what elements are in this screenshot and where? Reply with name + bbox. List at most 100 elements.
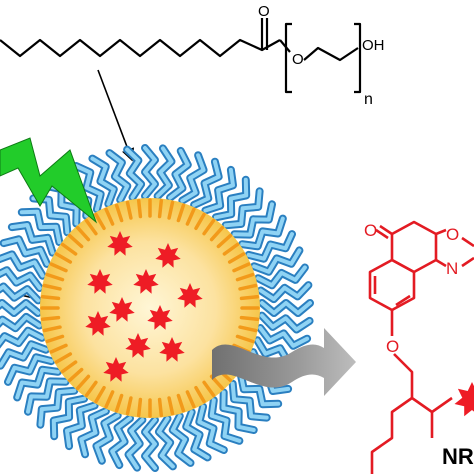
shell-strand-highlight [258,283,311,302]
shell-strand-highlight [223,189,262,228]
hydrophobic-core [40,198,260,418]
shell-strand-highlight [125,147,144,200]
core-tail [54,252,73,264]
shell-strand-highlight [65,403,97,449]
core-tail [114,393,124,413]
shell-strand-highlight [94,413,120,463]
core-tail [194,212,206,231]
shell-strand-highlight [143,146,157,198]
ketone-oxygen-label: O [364,221,377,240]
core-tail [40,315,61,322]
core-tail [222,242,240,256]
shell-strand-highlight [0,252,45,278]
dye-star-icon [133,269,159,294]
shell-strand-highlight [79,409,108,457]
core-tail [232,262,251,273]
core-tail [227,252,246,264]
shell-strand-highlight [258,326,310,348]
shell-strand-highlight [0,284,41,303]
core-tail [125,396,133,416]
core-tail [84,218,98,236]
shell-strand-highlight [240,216,285,249]
dye-star-icon [107,231,133,256]
carbonyl-oxygen-label: O [258,3,270,20]
shell-strand-highlight [74,164,103,212]
core-tail [67,233,84,249]
shell-strand-highlight [197,404,226,452]
wavy-arrow-icon [212,328,356,396]
shell-strand-highlight [192,159,221,207]
core-tail [235,334,255,344]
core-tail [176,203,186,223]
core-tail [54,352,73,364]
shell-strand-highlight [15,367,60,400]
core-tail [49,262,68,273]
pointer-to-shell [97,69,135,162]
shell-strand-highlight [0,342,48,368]
shell-strand-highlight [0,328,44,346]
lightning-icon [0,137,98,224]
shell-strand-highlight [168,148,190,200]
shell-strand-highlight [203,167,235,213]
shell-strand-highlight [246,232,294,261]
core-tail [157,397,164,418]
surfactant-structure [0,18,362,94]
shell-strand-highlight [9,223,55,255]
core-tail [40,294,61,301]
shell-strand-highlight [170,414,193,465]
shell-strand-highlight [26,379,68,414]
star-icon [454,382,474,417]
shell-strand-highlight [232,202,274,237]
ring-oxygen-label: O [446,225,459,244]
core-tail [49,343,68,354]
core-tail [75,374,91,391]
dye-star-icon [103,357,129,382]
ester-oxygen-label: O [292,51,304,68]
core-tail [185,207,196,226]
dye-star-icon [159,337,185,362]
dye-star-icon [87,269,113,294]
core-tail [185,390,196,409]
shell-strand-highlight [107,151,130,202]
core-tail [114,203,124,223]
core-tail [157,198,164,219]
core-tail [202,380,216,398]
core-tail [45,334,65,344]
shell-strand-highlight [6,355,54,384]
encapsulated-dye-stars [85,231,203,382]
dye-star-icon [155,243,181,268]
shell-strand-highlight [38,388,77,427]
alkyl-chain [0,38,281,58]
shell-strand-highlight [180,153,206,203]
shell-strand-highlight [230,381,269,420]
core-tail [235,272,255,282]
shell-strand-highlight [184,410,210,460]
core-tail [167,396,175,416]
core-tail [60,242,78,256]
core-tail [104,390,115,409]
core-tail [239,294,260,301]
core-tail [94,385,106,404]
repeat-unit-n-label: n [364,91,373,108]
core-tail [42,325,62,333]
hydroxyl-label: OH [362,37,385,54]
ring-nitrogen-label: N [446,259,458,278]
shell-strand-highlight [155,146,174,199]
shell-strand-highlight [260,301,312,315]
shell-strand-highlight [51,396,87,439]
core-tail [75,225,91,242]
shell-strand-highlight [252,248,302,274]
core-tail [67,367,84,383]
core-tail [238,283,258,291]
shell-strand-highlight [0,268,42,290]
dye-name-label: NR [442,444,474,469]
core-tail [42,283,62,291]
core-tail [45,272,65,282]
shell-strand-highlight [256,265,307,288]
core-tail [239,315,260,322]
shell-strand-highlight [90,156,116,206]
dye-star-icon [177,283,203,308]
shell-strand-highlight [213,177,249,220]
ether-oxygen-label: O [386,337,399,356]
